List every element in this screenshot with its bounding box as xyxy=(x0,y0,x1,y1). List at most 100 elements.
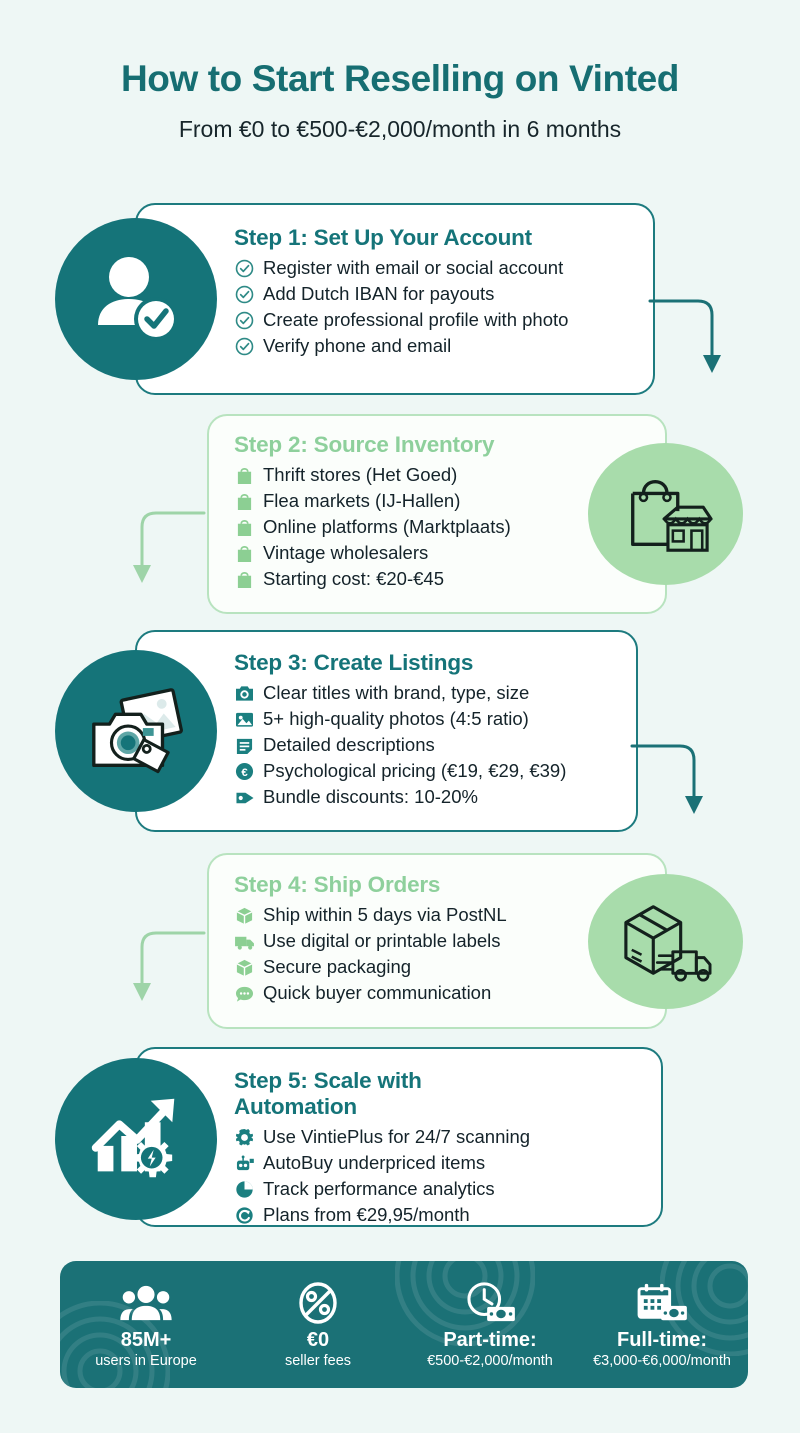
step-3-bullets: Clear titles with brand, type, size 5+ h… xyxy=(234,683,566,808)
footer-stats-bar: 85M+ users in Europe €0 seller fees xyxy=(60,1261,748,1388)
user-check-icon xyxy=(55,218,217,380)
camera-icon xyxy=(234,683,255,704)
list-item: Track performance analytics xyxy=(234,1179,530,1200)
list-item-label: Starting cost: €20-€45 xyxy=(263,568,444,590)
step-1-title: Step 1: Set Up Your Account xyxy=(234,225,532,250)
list-item: Online platforms (Marktplaats) xyxy=(234,517,511,538)
check-circle-icon xyxy=(234,310,255,331)
connector-step3-step4 xyxy=(630,744,703,814)
list-item: AutoBuy underpriced items xyxy=(234,1153,530,1174)
page-title: How to Start Reselling on Vinted xyxy=(120,58,679,99)
list-item: € Psychological pricing (€19, €29, €39) xyxy=(234,761,566,782)
list-item: Use digital or printable labels xyxy=(234,931,507,952)
list-item-label: Verify phone and email xyxy=(263,335,452,357)
list-item-label: Plans from €29,95/month xyxy=(263,1204,470,1226)
list-item-label: Use digital or printable labels xyxy=(263,930,501,952)
header: How to Start Reselling on Vinted From €0… xyxy=(0,58,800,143)
list-item-label: Create professional profile with photo xyxy=(263,309,569,331)
list-item: Clear titles with brand, type, size xyxy=(234,683,566,704)
camera-photo-tag-icon xyxy=(55,650,217,812)
step-4-bullets: Ship within 5 days via PostNL Use digita… xyxy=(234,905,507,1004)
stat-value: Full-time: xyxy=(617,1328,707,1351)
shopping-bag-store-icon xyxy=(588,443,743,585)
list-item: 5+ high-quality photos (4:5 ratio) xyxy=(234,709,566,730)
list-item: Starting cost: €20-€45 xyxy=(234,569,511,590)
tag-icon xyxy=(234,787,255,808)
list-item: Quick buyer communication xyxy=(234,983,507,1004)
stat-label: €3,000-€6,000/month xyxy=(593,1352,731,1369)
connector-step2-step3 xyxy=(133,511,206,583)
refresh-icon xyxy=(234,1205,255,1226)
list-item: Register with email or social account xyxy=(234,258,568,279)
check-circle-icon xyxy=(234,336,255,357)
svg-text:€: € xyxy=(241,767,248,779)
stat-label: seller fees xyxy=(284,1352,352,1369)
stat-value: €0 xyxy=(306,1328,330,1351)
step-1-body: Step 1: Set Up Your Account Register wit… xyxy=(234,225,568,362)
chat-icon xyxy=(234,983,255,1004)
growth-chart-gear-icon xyxy=(55,1058,217,1220)
stat-part-time: Part-time: €500-€2,000/month xyxy=(404,1281,576,1369)
stat-value: 85M+ xyxy=(120,1328,172,1351)
check-circle-icon xyxy=(234,284,255,305)
step-5-body: Step 5: Scale with Automation Use Vintie… xyxy=(234,1068,530,1231)
list-item: Detailed descriptions xyxy=(234,735,566,756)
list-item: Verify phone and email xyxy=(234,336,568,357)
box-truck-icon xyxy=(588,874,743,1009)
step-4-body: Step 4: Ship Orders Ship within 5 days v… xyxy=(234,872,507,1009)
list-item-label: Ship within 5 days via PostNL xyxy=(263,904,507,926)
stat-fees: €0 seller fees xyxy=(232,1281,404,1369)
step-5-title: Step 5: Scale with Automation xyxy=(234,1068,422,1119)
list-item-label: 5+ high-quality photos (4:5 ratio) xyxy=(263,708,529,730)
shopping-bag-icon xyxy=(234,543,255,564)
list-item: Bundle discounts: 10-20% xyxy=(234,787,566,808)
list-item-label: Bundle discounts: 10-20% xyxy=(263,786,478,808)
list-item-label: Add Dutch IBAN for payouts xyxy=(263,283,495,305)
list-item: Create professional profile with photo xyxy=(234,310,568,331)
calendar-money-icon xyxy=(576,1281,748,1325)
connector-step4-step5 xyxy=(133,931,206,1001)
box-icon xyxy=(234,905,255,926)
step-2-body: Step 2: Source Inventory Thrift stores (… xyxy=(234,432,511,595)
list-item: Secure packaging xyxy=(234,957,507,978)
step-2-bullets: Thrift stores (Het Goed) Flea markets (I… xyxy=(234,465,511,590)
stat-full-time: Full-time: €3,000-€6,000/month xyxy=(576,1281,748,1369)
step-3-title: Step 3: Create Listings xyxy=(234,650,474,675)
step-1-bullets: Register with email or social account Ad… xyxy=(234,258,568,357)
list-item-label: Register with email or social account xyxy=(263,257,564,279)
list-item: Flea markets (IJ-Hallen) xyxy=(234,491,511,512)
list-item-label: Flea markets (IJ-Hallen) xyxy=(263,490,461,512)
no-percent-icon xyxy=(232,1281,404,1325)
fingerprint-pattern-center xyxy=(395,1261,535,1346)
check-circle-icon xyxy=(234,258,255,279)
shopping-bag-icon xyxy=(234,491,255,512)
shopping-bag-icon xyxy=(234,517,255,538)
step-1-card xyxy=(135,203,655,395)
stat-label: €500-€2,000/month xyxy=(427,1352,553,1369)
list-item-label: Vintage wholesalers xyxy=(263,542,429,564)
box-icon xyxy=(234,957,255,978)
list-item: Thrift stores (Het Goed) xyxy=(234,465,511,486)
list-item: Plans from €29,95/month xyxy=(234,1205,530,1226)
list-item: Add Dutch IBAN for payouts xyxy=(234,284,568,305)
list-item: Vintage wholesalers xyxy=(234,543,511,564)
list-item-label: Detailed descriptions xyxy=(263,734,435,756)
image-icon xyxy=(234,709,255,730)
list-item: Ship within 5 days via PostNL xyxy=(234,905,507,926)
robot-icon xyxy=(234,1153,255,1174)
step-3-body: Step 3: Create Listings Clear titles wit… xyxy=(234,650,566,813)
step-2-title: Step 2: Source Inventory xyxy=(234,432,495,457)
step-3-card xyxy=(135,630,638,832)
stat-value: Part-time: xyxy=(443,1328,537,1351)
shopping-bag-icon xyxy=(234,465,255,486)
list-item-label: Clear titles with brand, type, size xyxy=(263,682,530,704)
euro-circle-icon: € xyxy=(234,761,255,782)
shopping-bag-icon xyxy=(234,569,255,590)
stat-users: 85M+ users in Europe xyxy=(60,1281,232,1369)
stat-label: users in Europe xyxy=(95,1352,197,1369)
list-item-label: Thrift stores (Het Goed) xyxy=(263,464,458,486)
list-item-label: AutoBuy underpriced items xyxy=(263,1152,486,1174)
list-item-label: Use VintiePlus for 24/7 scanning xyxy=(263,1126,531,1148)
list-item-label: Psychological pricing (€19, €29, €39) xyxy=(263,760,567,782)
